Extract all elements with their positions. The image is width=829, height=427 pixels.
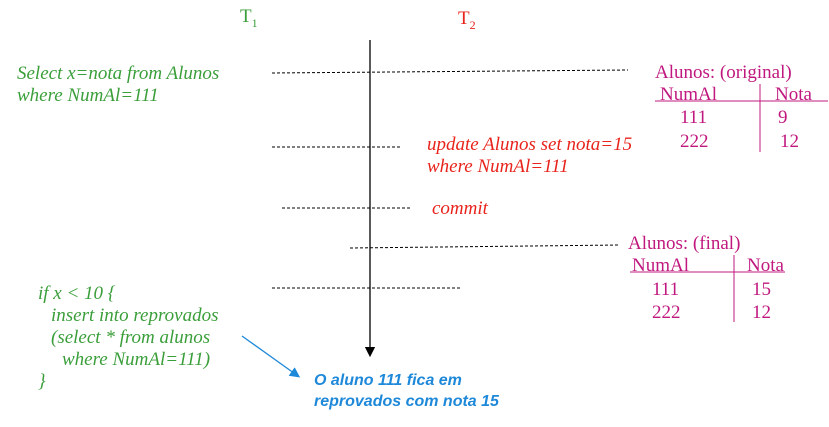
result-note: O aluno 111 fica em reprovados com nota … xyxy=(314,372,499,410)
dashed-step-final xyxy=(349,244,621,249)
table-final-title: Alunos: (final) xyxy=(628,233,741,254)
table-original-cell: 12 xyxy=(780,131,799,152)
table-original-header-nota: Nota xyxy=(775,84,812,105)
table-original-header-numal: NumAl xyxy=(660,84,717,105)
t1-if-block: if x < 10 { insert into reprovados (sele… xyxy=(38,283,219,392)
table-original-cell: 222 xyxy=(680,131,709,152)
t1-label: T1 xyxy=(240,6,258,30)
table-original-cell: 111 xyxy=(680,107,708,128)
table-final-header-nota: Nota xyxy=(747,255,784,276)
t2-label: T2 xyxy=(458,8,476,32)
t1-select-statement: Select x=nota from Alunos where NumAl=11… xyxy=(17,63,220,106)
table-final-header-numal: NumAl xyxy=(632,255,689,276)
t2-update-statement: update Alunos set nota=15 where NumAl=11… xyxy=(427,134,633,177)
table-original-title: Alunos: (original) xyxy=(655,62,792,83)
dashed-step-select xyxy=(271,69,629,74)
table-original-cell: 9 xyxy=(778,107,788,128)
table-final-cell: 15 xyxy=(752,279,771,300)
t2-commit: commit xyxy=(432,198,488,219)
table-final-cell: 12 xyxy=(752,302,771,323)
table-final-cell: 111 xyxy=(652,279,680,300)
table-final-cell: 222 xyxy=(652,302,681,323)
note-arrow xyxy=(241,335,301,378)
